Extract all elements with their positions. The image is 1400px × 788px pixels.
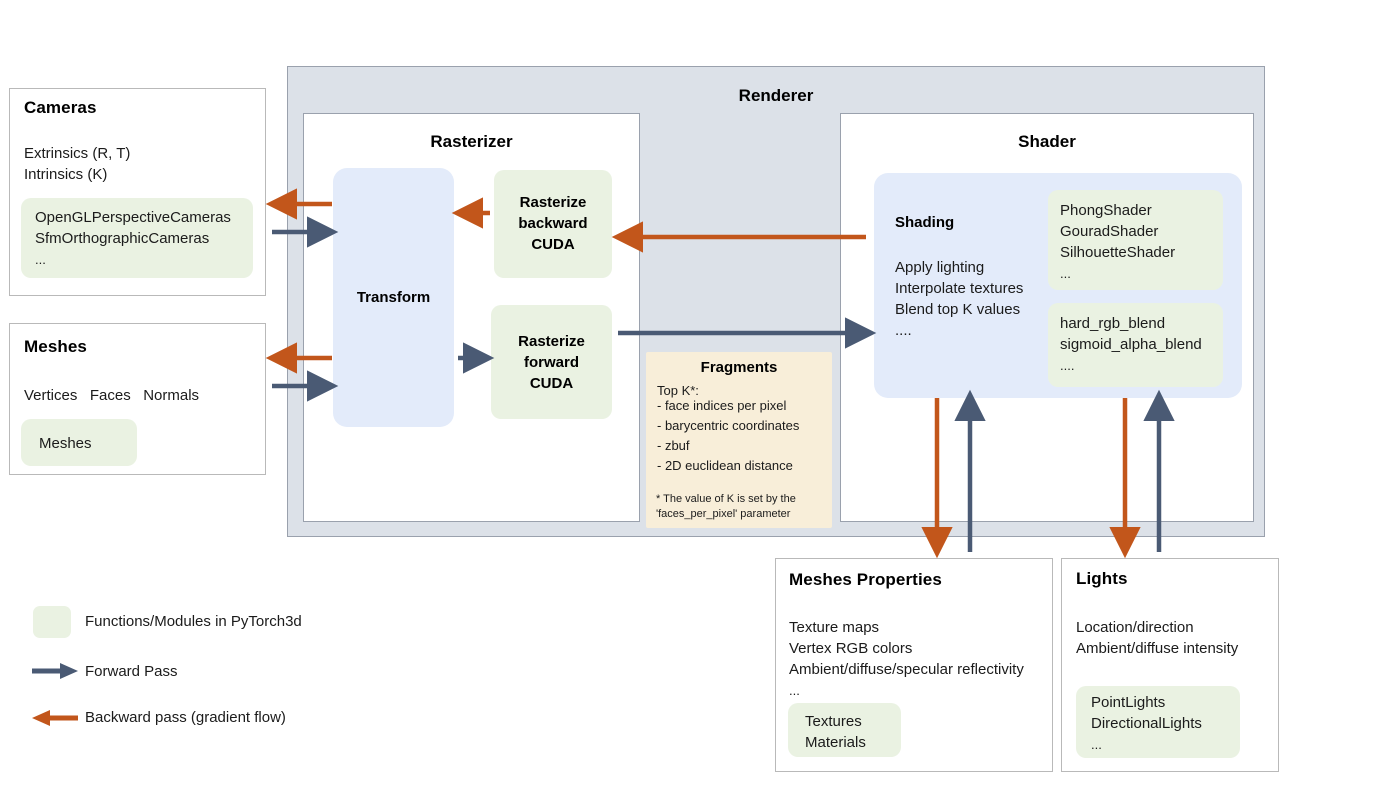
shading-line: .... xyxy=(895,322,912,339)
rasterizer-title: Rasterizer xyxy=(430,132,513,151)
shader-module: GouradShader xyxy=(1060,223,1159,240)
blend-module: .... xyxy=(1060,358,1075,373)
legend-backward-label: Backward pass (gradient flow) xyxy=(85,709,286,726)
meshes-property-line: Vertex RGB colors xyxy=(789,640,913,657)
blend-modules-chip xyxy=(1048,303,1223,387)
shader-title: Shader xyxy=(1018,132,1076,151)
shader-module: PhongShader xyxy=(1060,202,1152,219)
meshes-property-line: ... xyxy=(789,683,800,698)
rasterize-forward-label: Rasterize forward CUDA xyxy=(518,333,585,392)
meshes-property-line: Texture maps xyxy=(789,619,880,636)
lights-modules-chip xyxy=(1076,686,1240,758)
blend-module: hard_rgb_blend xyxy=(1060,315,1166,332)
meshes-properties-module: Textures xyxy=(805,713,862,730)
rasterize-backward-label: Rasterize backward CUDA xyxy=(518,194,588,253)
meshes-properties-modules-list: Textures Materials xyxy=(805,711,915,753)
lights-module: ... xyxy=(1091,737,1102,752)
meshes-properties-module: Materials xyxy=(805,734,866,751)
shading-line: Interpolate textures xyxy=(895,280,1024,297)
cameras-title: Cameras xyxy=(24,98,97,117)
lights-module: PointLights xyxy=(1091,694,1166,711)
transform-label: Transform xyxy=(356,289,431,306)
renderer-title: Renderer xyxy=(738,86,814,105)
lights-title: Lights xyxy=(1076,569,1128,588)
fragments-intro: Top K*: xyxy=(657,383,699,398)
fragments-title: Fragments xyxy=(700,359,778,376)
cameras-modules-list: OpenGLPerspectiveCameras SfmOrthographic… xyxy=(35,207,260,270)
fragments-items: - face indices per pixel - barycentric c… xyxy=(657,396,837,476)
legend-forward-arrow-icon xyxy=(32,663,78,679)
meshes-properties-list: Texture maps Vertex RGB colors Ambient/d… xyxy=(789,617,1051,701)
meshes-property: Vertices Faces Normals xyxy=(24,387,200,404)
cameras-property: Extrinsics (R, T) xyxy=(24,145,131,162)
lights-property-line: Location/direction xyxy=(1076,619,1194,636)
shading-title: Shading xyxy=(895,214,955,231)
lights-modules-list: PointLights DirectionalLights ... xyxy=(1091,692,1246,755)
shading-line: Apply lighting xyxy=(895,259,985,276)
fragments-panel xyxy=(646,352,832,528)
blend-module: sigmoid_alpha_blend xyxy=(1060,336,1202,353)
cameras-module: OpenGLPerspectiveCameras xyxy=(35,209,231,226)
lights-module: DirectionalLights xyxy=(1091,715,1202,732)
fragments-item: - zbuf xyxy=(657,438,690,453)
transform-chip xyxy=(333,168,454,427)
legend-module-swatch xyxy=(33,606,71,638)
cameras-module: ... xyxy=(35,252,46,267)
meshes-title: Meshes xyxy=(24,337,87,356)
shader-module: ... xyxy=(1060,266,1071,281)
fragments-item: - face indices per pixel xyxy=(657,398,787,413)
meshes-properties-modules-chip xyxy=(788,703,901,757)
meshes-properties-title: Meshes Properties xyxy=(789,570,942,589)
fragments-item: - barycentric coordinates xyxy=(657,418,800,433)
meshes-property-line: Ambient/diffuse/specular reflectivity xyxy=(789,661,1024,678)
meshes-modules-chip xyxy=(21,419,137,466)
legend-module-label: Functions/Modules in PyTorch3d xyxy=(85,613,302,630)
shader-modules-chip xyxy=(1048,190,1223,290)
cameras-module: SfmOrthographicCameras xyxy=(35,230,210,247)
rasterize-forward-chip xyxy=(491,305,612,419)
cameras-modules-chip xyxy=(21,198,253,278)
rasterize-backward-chip xyxy=(494,170,612,278)
shading-lines: Apply lighting Interpolate textures Blen… xyxy=(895,257,1060,341)
meshes-module: Meshes xyxy=(39,435,92,452)
cameras-properties: Extrinsics (R, T) Intrinsics (K) xyxy=(24,143,254,185)
lights-properties-list: Location/direction Ambient/diffuse inten… xyxy=(1076,617,1276,659)
shading-line: Blend top K values xyxy=(895,301,1021,318)
shader-module: SilhouetteShader xyxy=(1060,244,1176,261)
shader-modules-list: PhongShader GouradShader SilhouetteShade… xyxy=(1060,200,1225,284)
blend-modules-list: hard_rgb_blend sigmoid_alpha_blend .... xyxy=(1060,313,1225,376)
cameras-property: Intrinsics (K) xyxy=(24,166,108,183)
legend-forward-label: Forward Pass xyxy=(85,663,178,680)
fragments-footnote: * The value of K is set by the 'faces_pe… xyxy=(656,493,796,520)
fragments-item: - 2D euclidean distance xyxy=(657,458,793,473)
legend-backward-arrow-icon xyxy=(32,710,78,726)
lights-property-line: Ambient/diffuse intensity xyxy=(1076,640,1239,657)
